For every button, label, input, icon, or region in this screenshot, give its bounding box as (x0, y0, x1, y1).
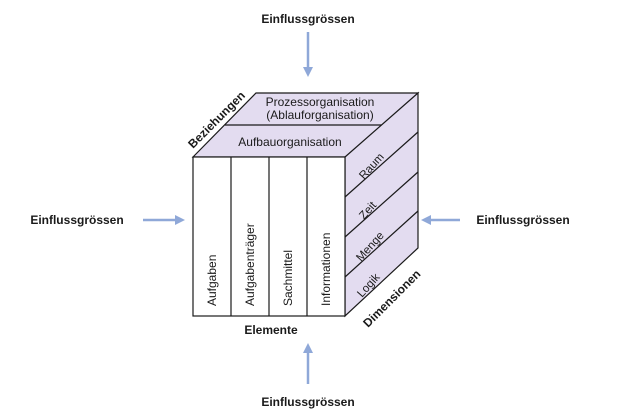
elements-axis-label: Elemente (244, 323, 298, 337)
front-col-label-2: Aufgabenträger (243, 223, 257, 306)
side-divider-3 (344, 210, 419, 278)
front-col-label-1: Aufgaben (205, 255, 219, 306)
side-divider-1 (344, 131, 419, 198)
influence-label-right: Einflussgrössen (476, 213, 569, 227)
front-col-label-4: Informationen (319, 233, 333, 306)
influence-label-top: Einflussgrössen (261, 12, 354, 26)
influence-label-left: Einflussgrössen (30, 213, 123, 227)
process-org-line1: Prozessorganisation (266, 95, 375, 109)
side-divider-2 (344, 171, 419, 238)
influence-label-bottom: Einflussgrössen (261, 395, 354, 409)
process-org-line2: (Ablauforganisation) (266, 108, 373, 122)
structure-org-label: Aufbauorganisation (238, 135, 341, 149)
front-col-label-3: Sachmittel (281, 250, 295, 306)
